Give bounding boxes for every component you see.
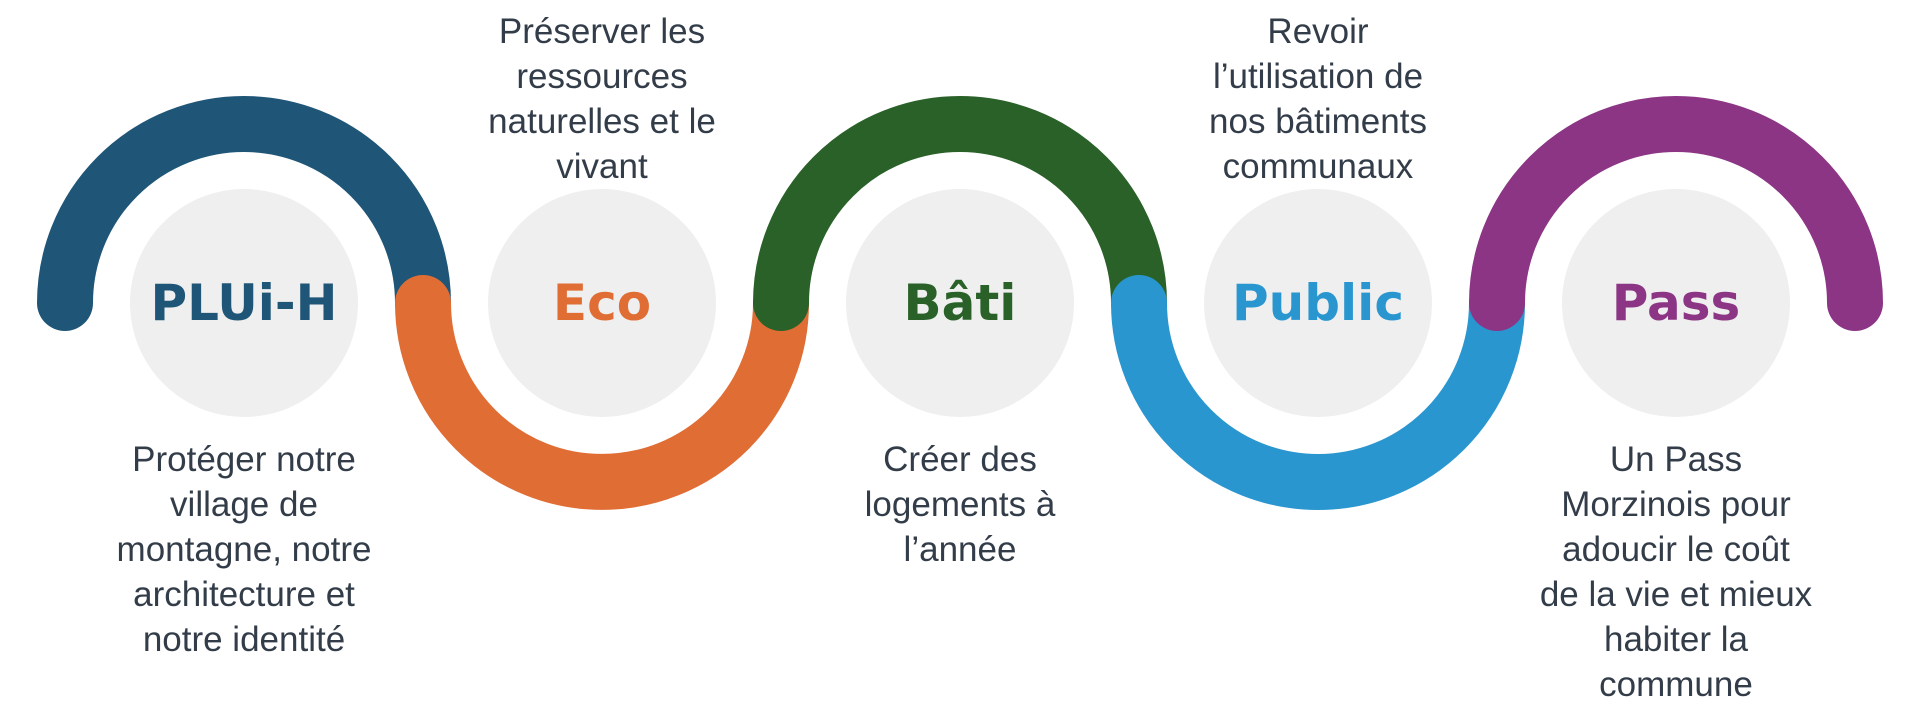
description-plui-h: Protéger notre village de montagne, notr… <box>116 440 372 659</box>
arc-public <box>1111 275 1525 510</box>
step-label-plui-h: PLUi-H <box>150 274 338 332</box>
circle-eco: Eco <box>488 189 716 417</box>
circle-bati: Bâti <box>846 189 1074 417</box>
arc-eco <box>395 275 809 510</box>
arc-pass <box>1469 96 1883 331</box>
circle-plui-h: PLUi-H <box>130 189 358 417</box>
step-label-pass: Pass <box>1611 274 1741 332</box>
circle-public: Public <box>1204 189 1432 417</box>
step-label-bati: Bâti <box>903 274 1017 332</box>
step-label-eco: Eco <box>552 274 652 332</box>
circle-pass: Pass <box>1562 189 1790 417</box>
arc-bati <box>753 96 1167 331</box>
arc-plui-h <box>37 96 451 331</box>
step-label-public: Public <box>1232 274 1404 332</box>
description-bati: Créer des logements à l’année <box>864 440 1056 569</box>
description-public: Revoir l’utilisation de nos bâtiments co… <box>1209 12 1427 186</box>
description-pass: Un Pass Morzinois pour adoucir le coût d… <box>1539 440 1813 704</box>
description-eco: Préserver les ressources naturelles et l… <box>488 12 716 186</box>
